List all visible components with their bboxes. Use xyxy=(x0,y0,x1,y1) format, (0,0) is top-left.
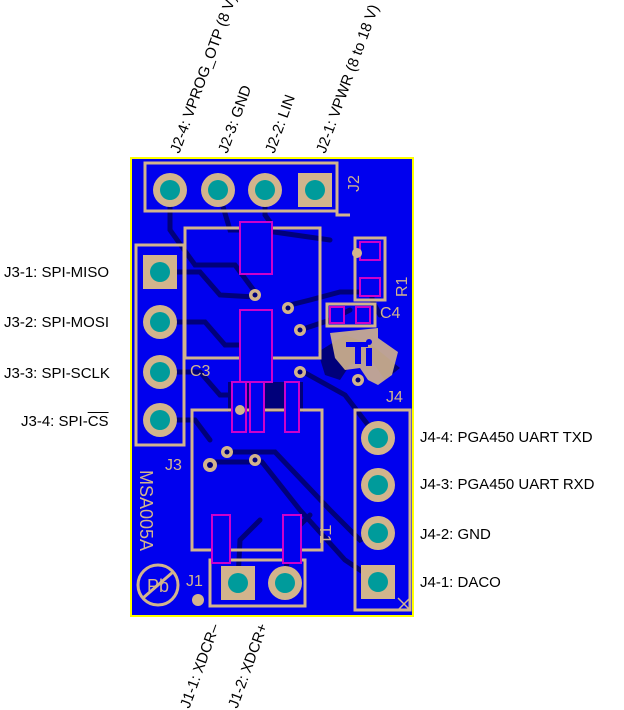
label-j4-4: J4-4: PGA450 UART TXD xyxy=(420,429,593,446)
j1-silk: J1 xyxy=(186,573,203,590)
label-j4-2: J4-2: GND xyxy=(420,526,491,543)
t1-silk: T1 xyxy=(316,525,333,544)
r1-silk: R1 xyxy=(394,276,411,297)
connector-pins xyxy=(143,173,395,600)
corner-marker xyxy=(397,597,411,611)
silkscreen-text: J2 J3 J4 J1 C3 C4 R1 T1 MSA005A xyxy=(136,175,411,590)
j1-outline xyxy=(208,558,307,608)
j4-silk: J4 xyxy=(386,389,403,406)
label-j3-4-prefix: J3-4: SPI- xyxy=(21,413,88,430)
via-holes xyxy=(207,292,361,468)
label-j3-2: J3-2: SPI-MOSI xyxy=(4,314,110,331)
j3-silk: J3 xyxy=(165,457,182,474)
j4-outline xyxy=(353,408,412,612)
c4-silk: C4 xyxy=(380,305,401,322)
label-j4-3: J4-3: PGA450 UART RXD xyxy=(420,476,595,493)
c4-outline xyxy=(325,302,377,328)
j2-outline xyxy=(143,161,339,213)
label-j3-4: J3-4: SPI-CS xyxy=(21,414,109,429)
lead-free-icon: Pb xyxy=(136,563,180,607)
label-j3-3: J3-3: SPI-SCLK xyxy=(4,365,110,382)
label-j4-1: J4-1: DACO xyxy=(420,574,501,591)
board-id-silk: MSA005A xyxy=(136,470,156,551)
r1-outline xyxy=(353,236,387,302)
j2-silk: J2 xyxy=(346,175,363,192)
c3-silk: C3 xyxy=(190,363,211,380)
ti-logo-icon xyxy=(330,328,398,385)
pb-text: Pb xyxy=(147,576,169,596)
label-j3-1: J3-1: SPI-MISO xyxy=(4,264,110,281)
label-j3-4-overbar: CS xyxy=(87,413,109,430)
